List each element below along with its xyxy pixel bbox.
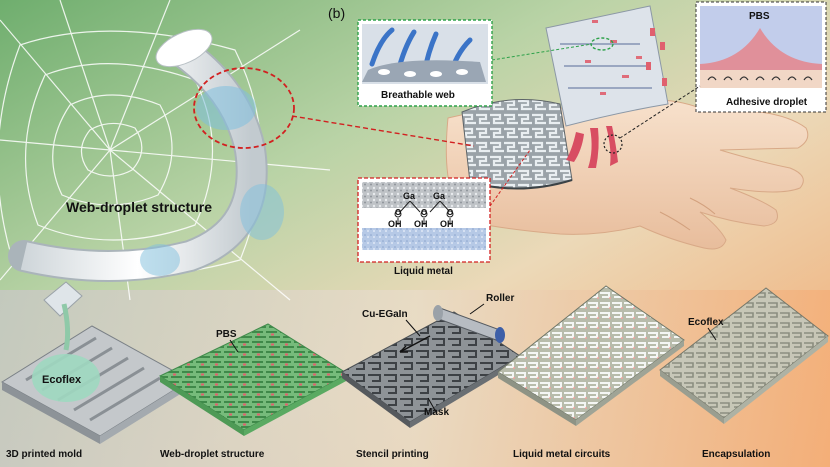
label-ga-left: Ga: [403, 191, 416, 201]
blue-ring-3: [140, 244, 180, 276]
panel-label: (b): [328, 5, 346, 21]
ecoflex-drop: [32, 354, 100, 402]
leader-lines: [229, 303, 717, 413]
label-cu-egain: Cu-EGaIn: [362, 309, 408, 320]
wrist-patch: [461, 99, 573, 190]
step4-lm-circuits: [497, 285, 685, 426]
label-oh-1: OH: [388, 219, 402, 229]
red-dashed-ellipse: [193, 67, 295, 149]
label-oh-2: OH: [414, 219, 428, 229]
label-ecoflex-drop: Ecoflex: [42, 374, 82, 386]
step-caption-4: Liquid metal circuits: [513, 449, 611, 460]
blue-ring-2: [240, 184, 284, 240]
liquid-metal-inset: [357, 149, 531, 263]
blue-ring-1: [196, 86, 256, 130]
label-adhesive-droplet: Adhesive droplet: [726, 97, 808, 108]
label-ecoflex-encap: Ecoflex: [688, 317, 724, 328]
adhesive-droplet-inset: [603, 1, 827, 154]
label-o-2: O: [421, 208, 428, 217]
label-oh-3: OH: [440, 219, 454, 229]
step2-web-droplet: [158, 323, 349, 436]
step-caption-3: Stencil printing: [356, 449, 429, 460]
label-pbs-top: PBS: [749, 11, 770, 22]
label-pbs-green: PBS: [216, 329, 237, 340]
step-caption-2: Web-droplet structure: [160, 449, 265, 460]
peeled-layer: [545, 5, 669, 168]
step5-encapsulation: [659, 287, 829, 424]
label-mask: Mask: [424, 407, 450, 418]
label-ga-right: Ga: [433, 191, 446, 201]
adhesive-droplet-target: [603, 134, 623, 154]
label-o-1: O: [395, 208, 402, 217]
roller: [433, 305, 505, 343]
label-o-3: O: [447, 208, 454, 217]
label-roller: Roller: [486, 293, 515, 304]
step-caption-5: Encapsulation: [702, 449, 771, 460]
step-caption-1: 3D printed mold: [6, 449, 83, 460]
label-liquid-metal: Liquid metal: [394, 266, 453, 277]
label-breathable-web: Breathable web: [381, 90, 455, 101]
label-web-droplet-structure: Web-droplet structure: [66, 199, 212, 215]
breathable-web-inset: [357, 19, 593, 107]
step1-mold: [1, 281, 191, 444]
tube: [8, 28, 475, 282]
